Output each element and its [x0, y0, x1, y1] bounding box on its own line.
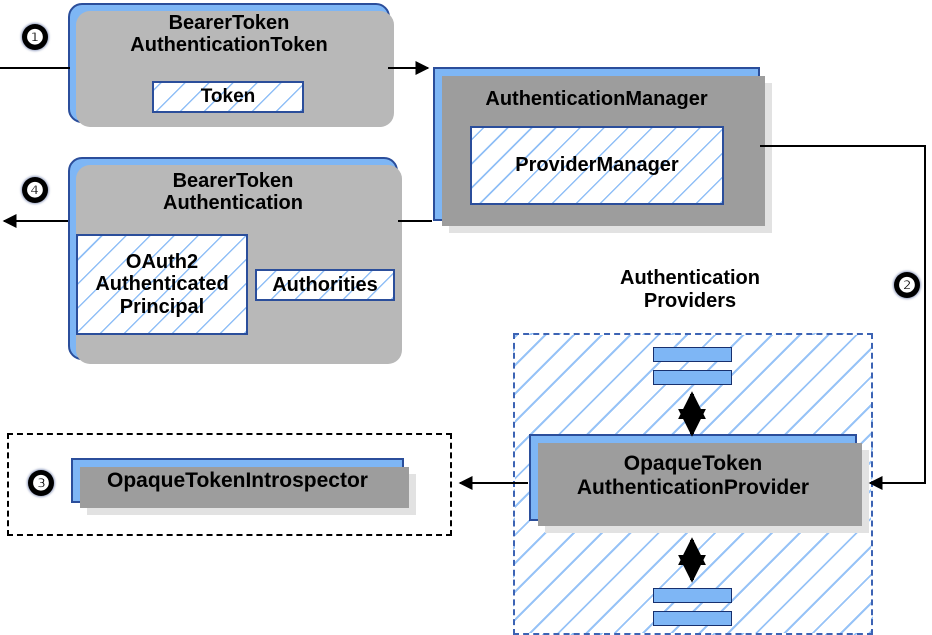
field-token[interactable]: Token: [152, 81, 304, 113]
field-provider-manager[interactable]: ProviderManager: [470, 126, 724, 205]
opaque-token-introspector-title: OpaqueTokenIntrospector: [107, 469, 368, 492]
node-bearer-token-authentication-token[interactable]: BearerToken AuthenticationToken Token: [68, 3, 394, 127]
field-oauth2-authenticated-principal-label: OAuth2 Authenticated Principal: [95, 250, 229, 318]
step-badge-4-label: ❹: [26, 179, 44, 202]
opaque-token-introspector-area: [7, 433, 452, 536]
step-badge-3-label: ❸: [32, 472, 50, 495]
opaque-token-authentication-provider-title: OpaqueToken AuthenticationProvider: [576, 452, 810, 499]
node-authentication-manager[interactable]: AuthenticationManager ProviderManager: [433, 67, 772, 233]
node-bearer-token-authentication[interactable]: BearerToken Authentication OAuth2 Authen…: [68, 157, 402, 364]
field-provider-manager-label: ProviderManager: [515, 154, 679, 177]
field-authorities[interactable]: Authorities: [255, 269, 395, 301]
provider-placeholder-bar: [653, 370, 732, 385]
step-badge-4: ❹: [22, 177, 48, 203]
step-badge-3: ❸: [28, 470, 54, 496]
authentication-manager-title: AuthenticationManager: [485, 88, 708, 110]
step-badge-1: ❶: [22, 24, 48, 50]
node-opaque-token-authentication-provider[interactable]: OpaqueToken AuthenticationProvider: [529, 434, 869, 533]
authentication-providers-label: Authentication Providers: [620, 267, 760, 312]
field-authorities-label: Authorities: [272, 273, 378, 296]
bearer-token-authentication-token-title: BearerToken AuthenticationToken: [130, 12, 328, 57]
step-badge-2: ❷: [894, 272, 920, 298]
node-opaque-token-introspector[interactable]: OpaqueTokenIntrospector: [71, 458, 416, 515]
provider-placeholder-top: [653, 347, 732, 387]
provider-placeholder-bottom: [653, 588, 732, 628]
step-badge-1-label: ❶: [26, 26, 44, 49]
provider-placeholder-bar: [653, 347, 732, 362]
provider-placeholder-bar: [653, 611, 732, 626]
bearer-token-authentication-title: BearerToken Authentication: [163, 170, 303, 215]
field-token-label: Token: [200, 86, 256, 108]
field-oauth2-authenticated-principal[interactable]: OAuth2 Authenticated Principal: [76, 234, 248, 335]
provider-placeholder-bar: [653, 588, 732, 603]
step-badge-2-label: ❷: [898, 274, 916, 297]
